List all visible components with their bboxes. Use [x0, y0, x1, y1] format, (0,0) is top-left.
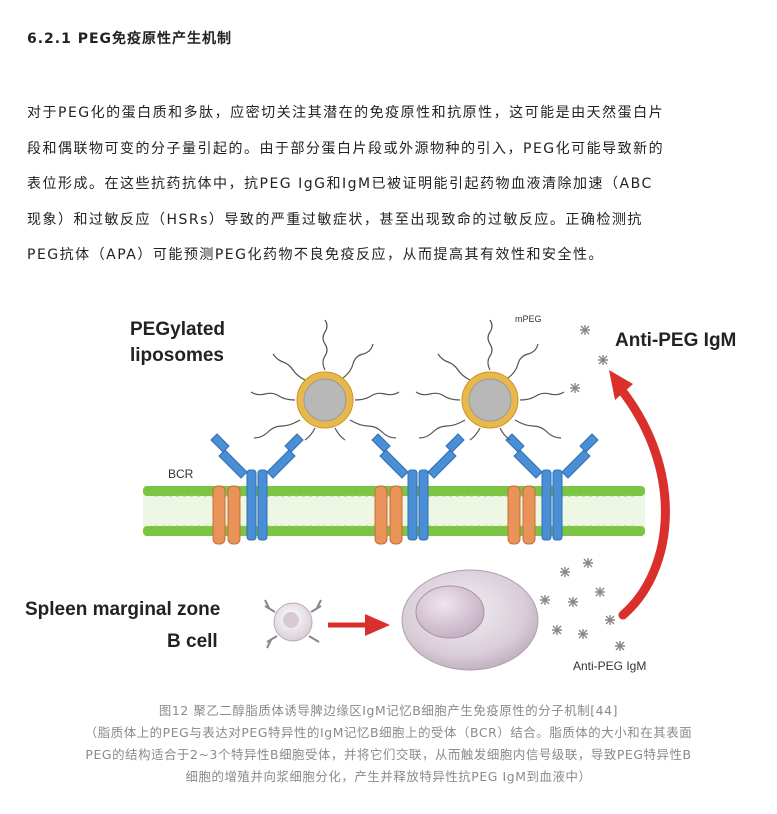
curved-arrow	[615, 383, 670, 620]
igm-antibodies	[540, 325, 625, 651]
label-anti-peg-igm-top: Anti-PEG IgM	[615, 330, 736, 351]
paragraph-line: 表位形成。在这些抗药抗体中，抗PEG IgG和IgM已被证明能引起药物血液清除加…	[27, 176, 653, 192]
label-spleen-marginal-zone: Spleen marginal zone	[25, 599, 220, 620]
curved-arrow-head	[609, 370, 633, 400]
label-liposomes: liposomes	[130, 345, 224, 366]
body-paragraph: 对于PEG化的蛋白质和多肽，应密切关注其潜在的免疫原性和抗原性，这可能是由天然蛋…	[27, 96, 755, 274]
paragraph-line: 段和偶联物可变的分子量引起的。由于部分蛋白片段或外源物种的引入，PEG化可能导致…	[27, 140, 665, 157]
liposome	[296, 371, 354, 429]
label-pegylated: PEGylated	[130, 319, 225, 340]
mechanism-figure: PEGylated liposomes mPEG Anti-PEG IgM BC…	[25, 314, 736, 673]
paragraph-line: 现象）和过敏反应（HSRs）导致的严重过敏症状，甚至出现致命的过敏反应。正确检测…	[27, 211, 643, 228]
label-mpeg: mPEG	[515, 314, 542, 324]
label-b-cell: B cell	[167, 631, 218, 652]
caption-title: 图12 聚乙二醇脂质体诱导脾边缘区IgM记忆B细胞产生免疫原性的分子机制[44]	[158, 703, 619, 718]
figure-caption: 图12 聚乙二醇脂质体诱导脾边缘区IgM记忆B细胞产生免疫原性的分子机制[44]…	[20, 700, 757, 788]
peg-chains	[250, 319, 565, 441]
caption-line: （脂质体上的PEG与表达对PEG特异性的IgM记忆B细胞上的受体（BCR）结合。…	[84, 725, 693, 740]
label-anti-peg-igm-bottom: Anti-PEG IgM	[573, 659, 646, 673]
liposome	[461, 371, 519, 429]
label-bcr: BCR	[168, 467, 194, 481]
ion-channels	[212, 485, 536, 545]
plasma-cell	[401, 569, 539, 671]
caption-line: PEG的结构适合于2~3个特异性B细胞受体，并将它们交联，从而触发细胞内信号级联…	[85, 747, 692, 762]
paragraph-line: PEG抗体（APA）可能预测PEG化药物不良免疫反应，从而提高其有效性和安全性。	[27, 247, 604, 263]
differentiation-arrow-head	[365, 614, 390, 636]
caption-line: 细胞的增殖并向浆细胞分化，产生并释放特异性抗PEG IgM到血液中）	[185, 769, 592, 784]
small-b-cell	[264, 599, 322, 649]
bcr-receptors	[210, 433, 599, 541]
section-heading: 6.2.1 PEG免疫原性产生机制	[27, 31, 233, 47]
paragraph-line: 对于PEG化的蛋白质和多肽，应密切关注其潜在的免疫原性和抗原性，这可能是由天然蛋…	[27, 105, 665, 121]
